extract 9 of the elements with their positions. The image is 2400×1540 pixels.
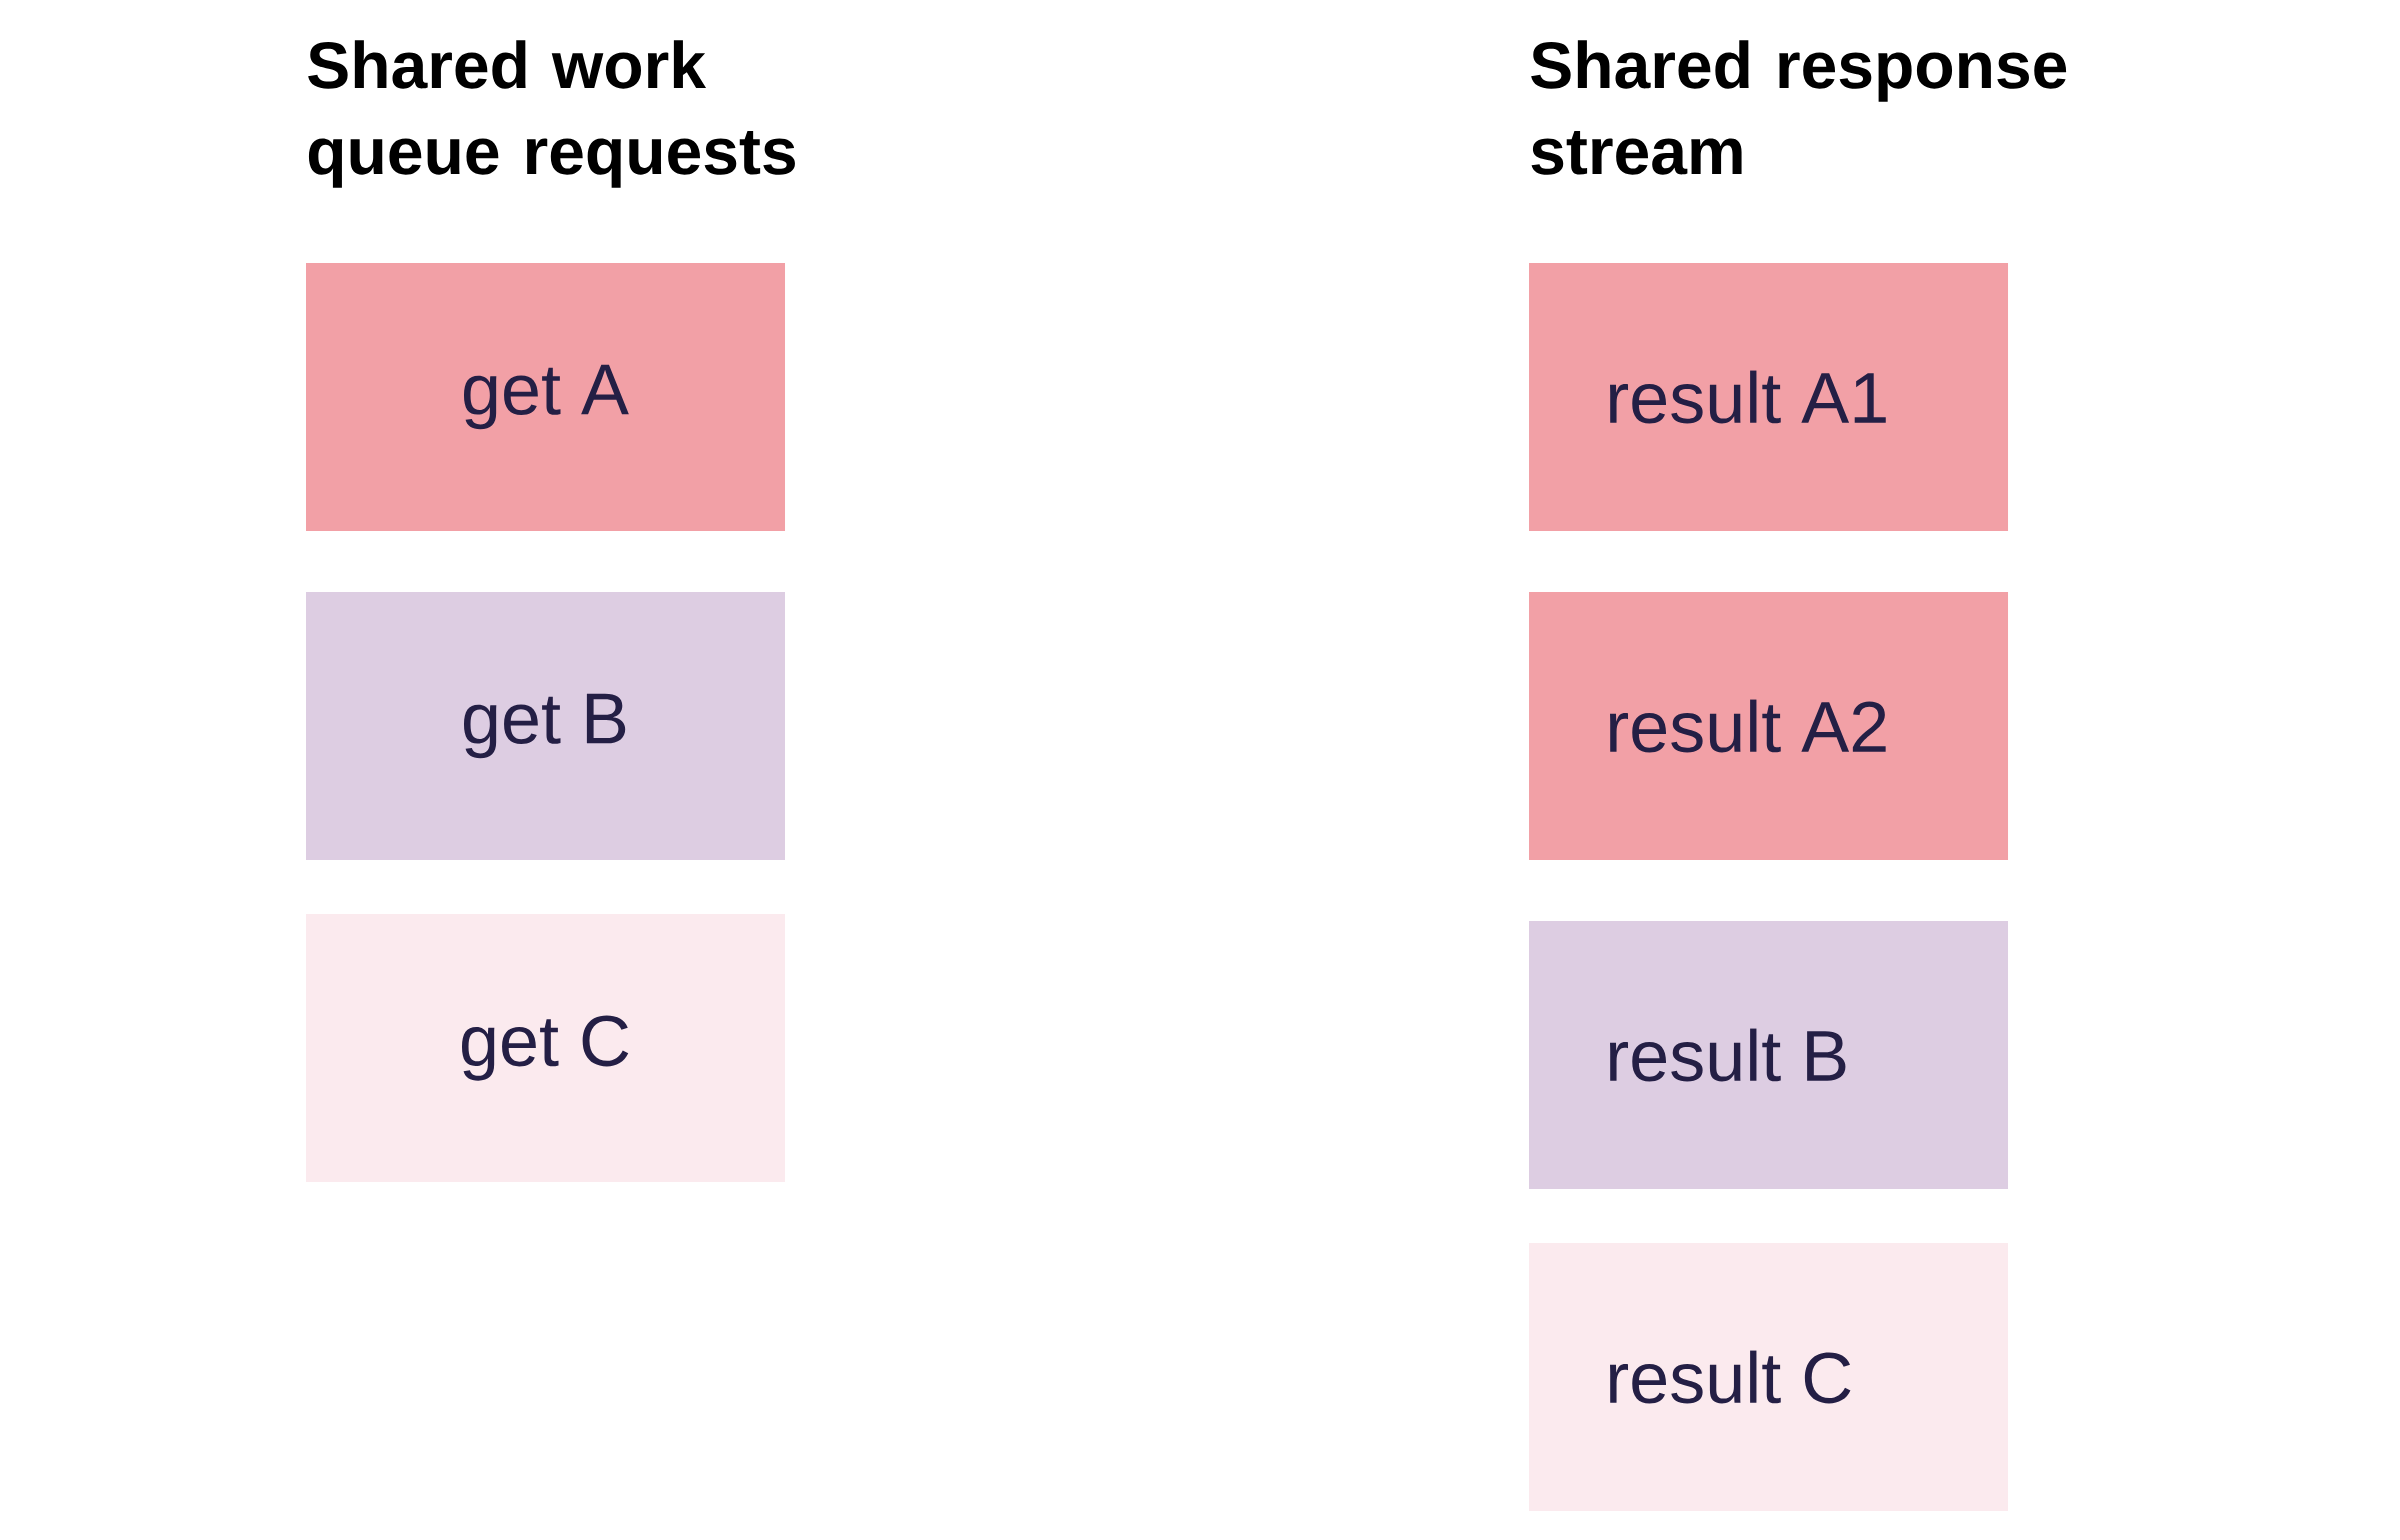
process-box: result A1 [1529,263,2009,531]
process-box: get B [306,592,785,860]
process-box: get A [306,263,785,531]
column-heading: Shared work queue requests [308,40,795,188]
process-box: result B [1529,921,2009,1189]
process-box: get C [306,914,785,1182]
process-box: result C [1529,1243,2009,1511]
column-heading: Shared response stream [1531,40,2067,175]
process-box: result A2 [1529,592,2009,860]
